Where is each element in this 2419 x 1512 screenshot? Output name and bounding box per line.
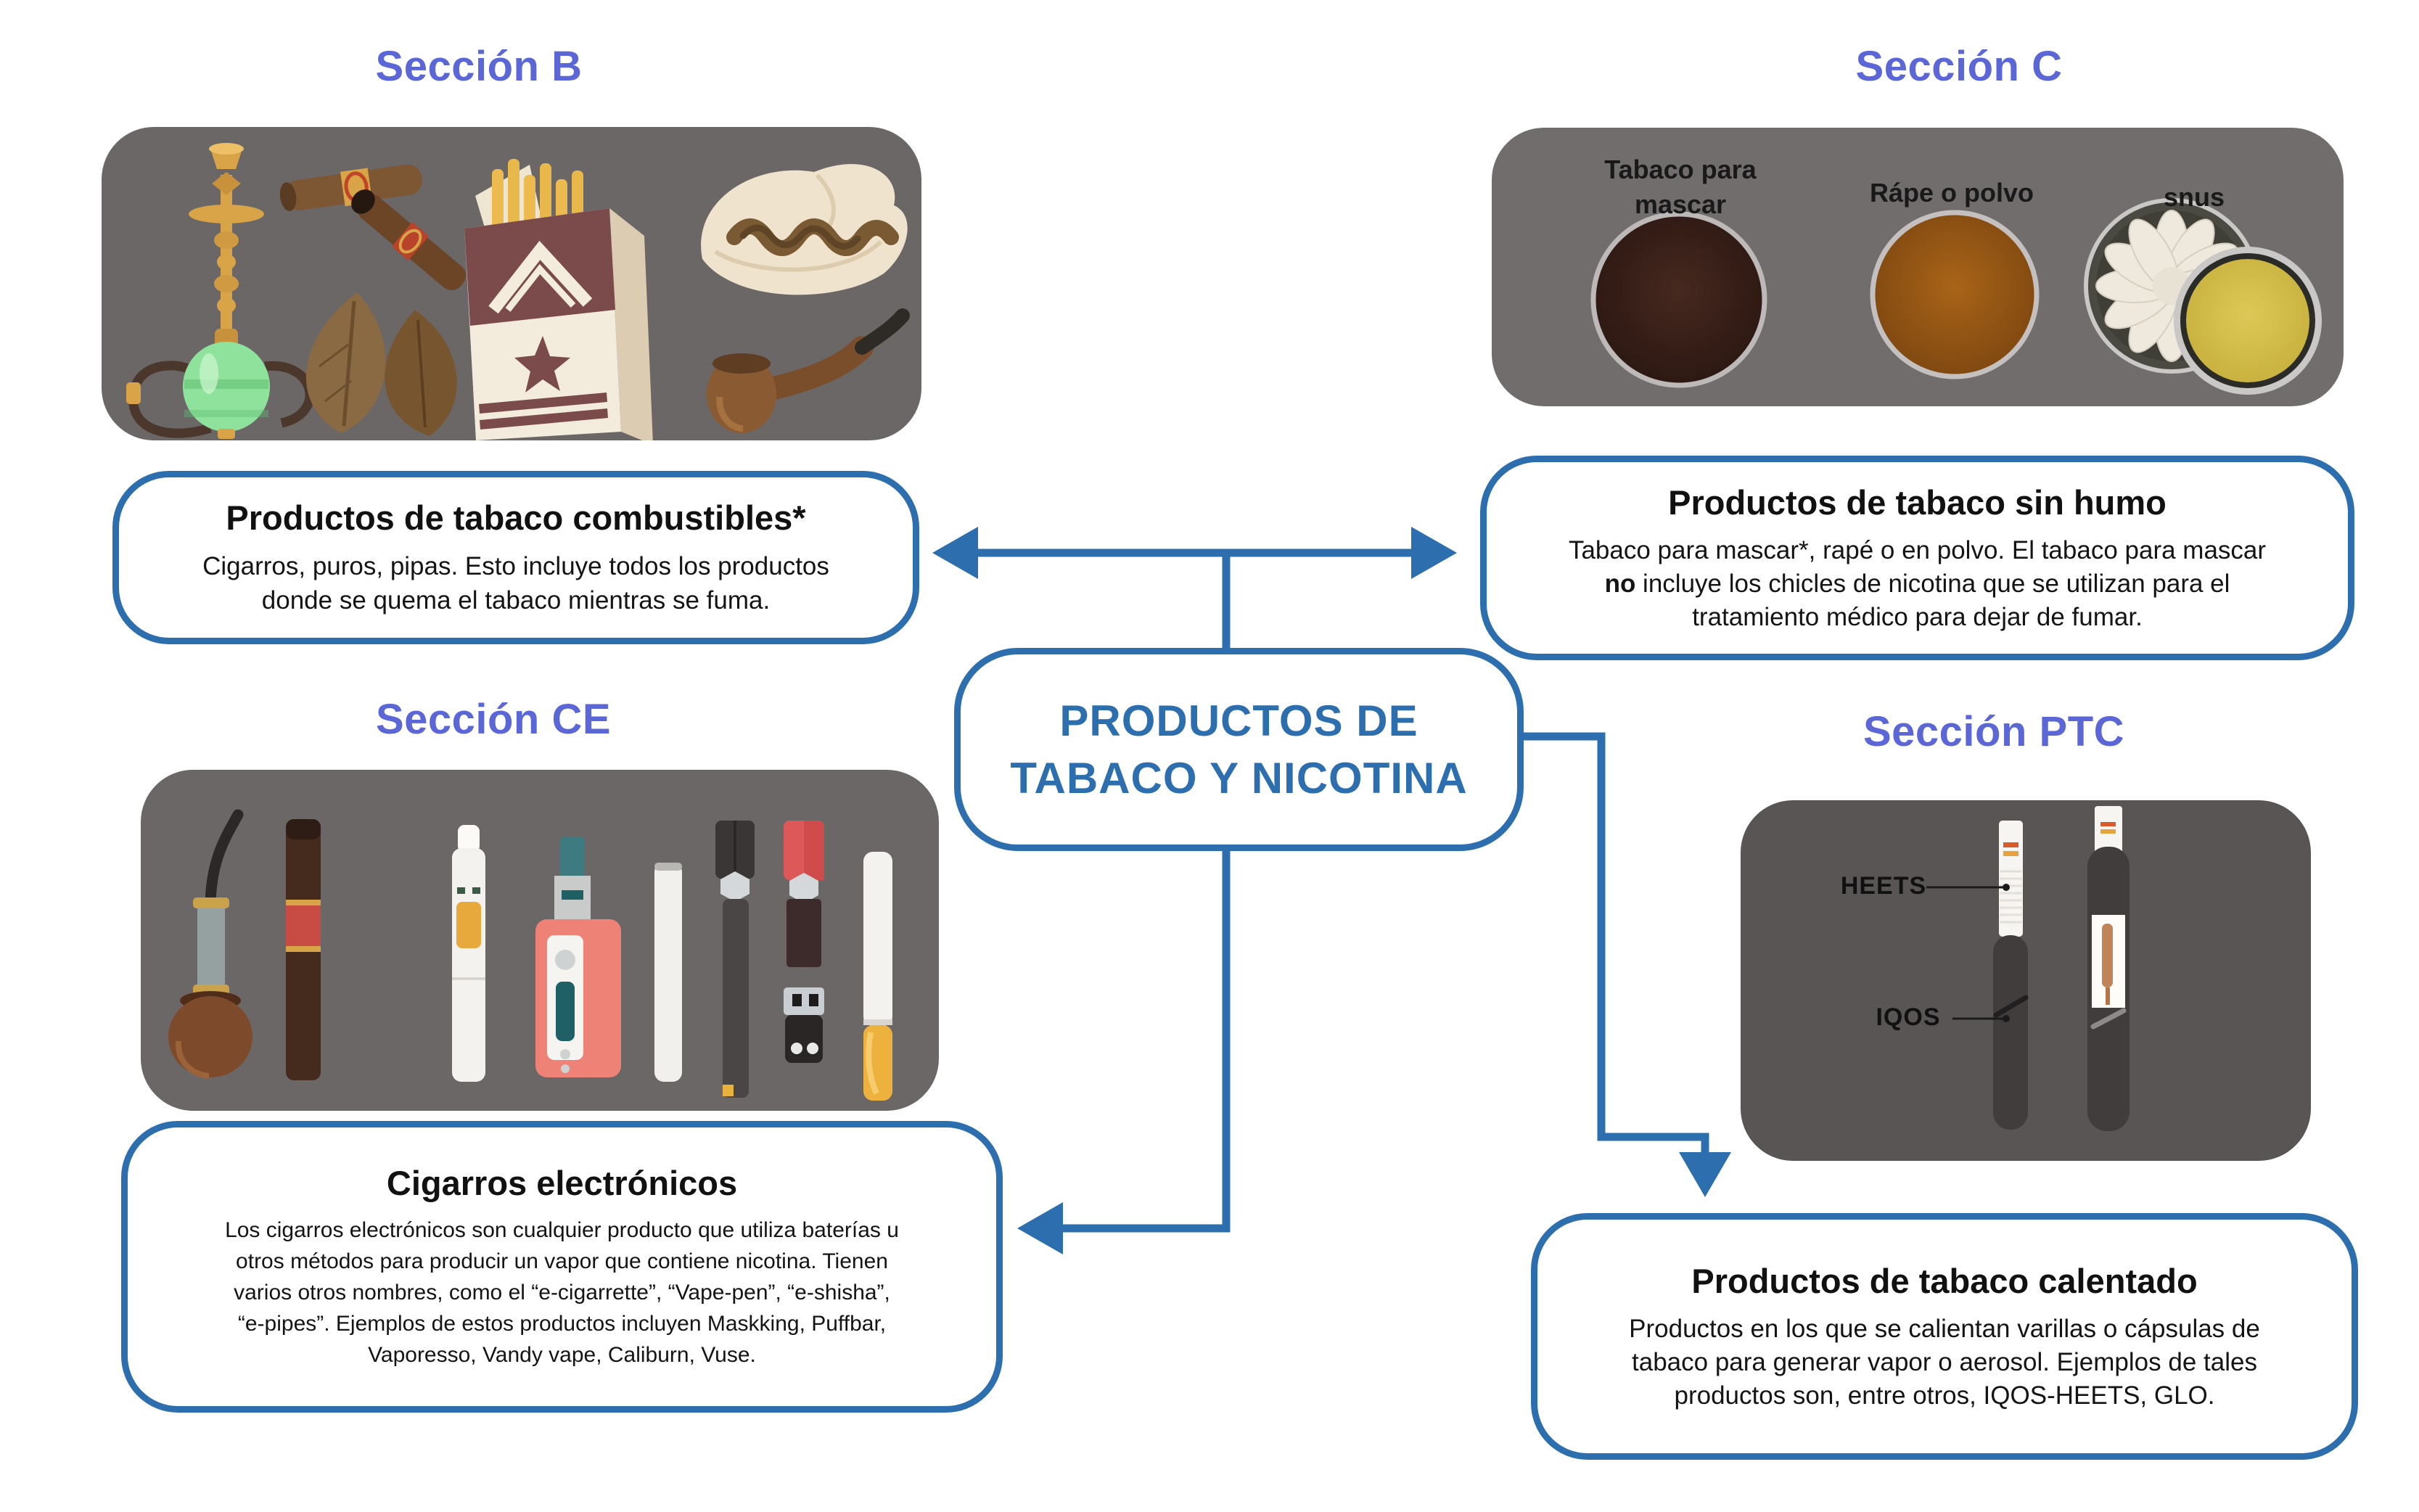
connector-to-ce [1036, 850, 1231, 1233]
e-cigarettes-illustration [168, 809, 892, 1101]
section-ptc-title: Sección PTC [1862, 708, 2125, 755]
ce-card-line: “e-pipes”. Ejemplos de estos productos i… [237, 1312, 887, 1336]
juul-and-usb-charger-icon [784, 821, 824, 1063]
e-pipe-icon [168, 809, 252, 1079]
label-iqos: IQOS [1876, 1003, 1941, 1031]
central-node: PRODUCTOS DE TABACO Y NICOTINA [954, 648, 1524, 851]
arrowhead-ptc-icon [1679, 1152, 1731, 1197]
sin-humo-line2-rest: incluye los chicles de nicotina que se u… [1635, 569, 2230, 598]
connector-to-ptc [1522, 732, 1709, 1155]
label-snus: snus [2163, 182, 2225, 212]
snus-lid-icon [2174, 247, 2322, 395]
arrowhead-left-icon [932, 527, 978, 579]
combustibles-card-line: donde se quema el tabaco mientras se fum… [261, 586, 771, 615]
sin-humo-bold-no: no [1604, 569, 1636, 598]
ce-card-line: otros métodos para producir un vapor que… [236, 1249, 888, 1273]
ce-card-line: Vaporesso, Vandy vape, Caliburn, Vuse. [368, 1343, 756, 1367]
disposable-cigarette-icon [863, 852, 892, 1101]
ce-card-line: Los cigarros electrónicos son cualquier … [225, 1218, 899, 1242]
section-ce-title: Sección CE [375, 696, 612, 743]
tobacco-leaves-icon [305, 292, 457, 436]
section-b-title: Sección B [375, 43, 583, 90]
sin-humo-card-line: tratamiento médico para dejar de fumar. [1692, 602, 2143, 631]
heated-tobacco-illustration [1926, 806, 2130, 1131]
rolled-tobacco-leaf-icon [701, 164, 908, 295]
ptc-card-line: Productos en los que se calientan varill… [1629, 1314, 2260, 1343]
heets-stick-icon [1999, 821, 2023, 937]
arrowhead-right-icon [1411, 527, 1457, 579]
label-chewing-tobacco: Tabaco para mascar [1604, 155, 1757, 219]
section-ptc-image-panel [1741, 800, 2311, 1161]
sin-humo-card-title: Productos de tabaco sin humo [1668, 482, 2167, 522]
central-node-line2: TABACO Y NICOTINA [1010, 754, 1468, 802]
tabaco-calentado-card: Productos de tabaco calentado Productos … [1531, 1213, 2358, 1460]
cigarros-electronicos-card-title: Cigarros electrónicos [386, 1164, 738, 1202]
section-b-image-panel [102, 127, 921, 440]
sin-humo-card-line: Tabaco para mascar*, rapé o en polvo. El… [1568, 535, 2267, 564]
combustibles-card-title: Productos de tabaco combustibles* [226, 498, 806, 537]
smokeless-tobacco-illustration [1590, 198, 2322, 395]
pod-vape-icon [715, 821, 755, 1098]
iqos-holder-icon [1993, 935, 2029, 1130]
vape-pen-icon [452, 825, 485, 1082]
arrowhead-ce-icon [1017, 1202, 1063, 1254]
hookah-icon [126, 143, 315, 439]
ptc-card-line: tabaco para generar vapor o aerosol. Eje… [1632, 1347, 2257, 1376]
iqos-cutaway-icon [2087, 806, 2130, 1131]
combustibles-card-line: Cigarros, puros, pipas. Esto incluye tod… [202, 552, 829, 580]
section-c-image-panel [1492, 128, 2344, 406]
e-cigar-icon [286, 819, 321, 1080]
label-snuff-powder: Rápe o polvo [1869, 178, 2034, 208]
section-c-title: Sección C [1855, 43, 2063, 90]
ce-card-line: varios otros nombres, como el “e-cigarre… [234, 1281, 890, 1304]
snuff-powder-icon [1870, 210, 2040, 379]
sin-humo-card-line: no incluye los chicles de nicotina que s… [1605, 567, 2230, 601]
section-ce-image-panel [141, 770, 939, 1111]
central-node-line1: PRODUCTOS DE [1059, 696, 1418, 745]
ptc-card-line: productos son, entre otros, IQOS-HEETS, … [1674, 1381, 2215, 1410]
combustibles-card: Productos de tabaco combustibles* Cigarr… [112, 471, 919, 644]
cigars-icon [279, 164, 467, 290]
cigarros-electronicos-card: Cigarros electrónicos Los cigarros elect… [121, 1121, 1003, 1413]
chewing-tobacco-icon [1590, 211, 1767, 388]
box-mod-icon [535, 837, 621, 1077]
label-heets: HEETS [1840, 872, 1927, 900]
cigarette-pack-icon [464, 159, 653, 440]
smoking-pipe-icon [707, 308, 910, 433]
slim-stick-icon [654, 863, 682, 1082]
tabaco-calentado-card-title: Productos de tabaco calentado [1691, 1261, 2198, 1300]
combustible-products-illustration [126, 143, 910, 440]
label-leader-lines [1926, 886, 2003, 1020]
sin-humo-card: Productos de tabaco sin humo Tabaco para… [1480, 456, 2354, 660]
